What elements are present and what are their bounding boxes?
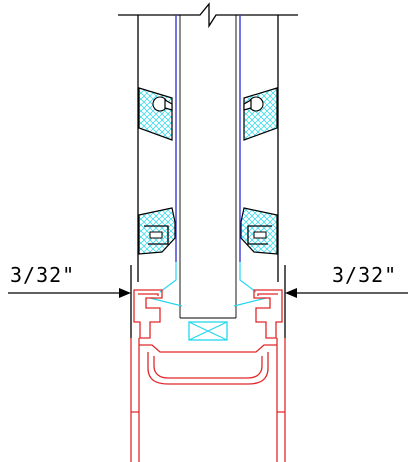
mullion-walls bbox=[130, 15, 286, 338]
right-frame-clip bbox=[253, 289, 283, 339]
right-dimension: 3/32" bbox=[285, 263, 408, 298]
left-dimension: 3/32" bbox=[8, 263, 131, 298]
left-frame-clip bbox=[133, 289, 163, 339]
right-lower-gasket bbox=[240, 207, 278, 255]
left-lower-gasket bbox=[138, 207, 176, 255]
glass-panes bbox=[175, 15, 241, 319]
left-upper-gasket bbox=[138, 87, 173, 141]
right-dimension-label: 3/32" bbox=[332, 263, 397, 287]
setting-block bbox=[188, 321, 228, 341]
right-upper-gasket bbox=[243, 87, 278, 141]
sill-frame bbox=[130, 338, 286, 462]
setting-lines bbox=[149, 262, 267, 307]
left-dimension-label: 3/32" bbox=[10, 263, 75, 287]
break-line bbox=[118, 2, 298, 29]
